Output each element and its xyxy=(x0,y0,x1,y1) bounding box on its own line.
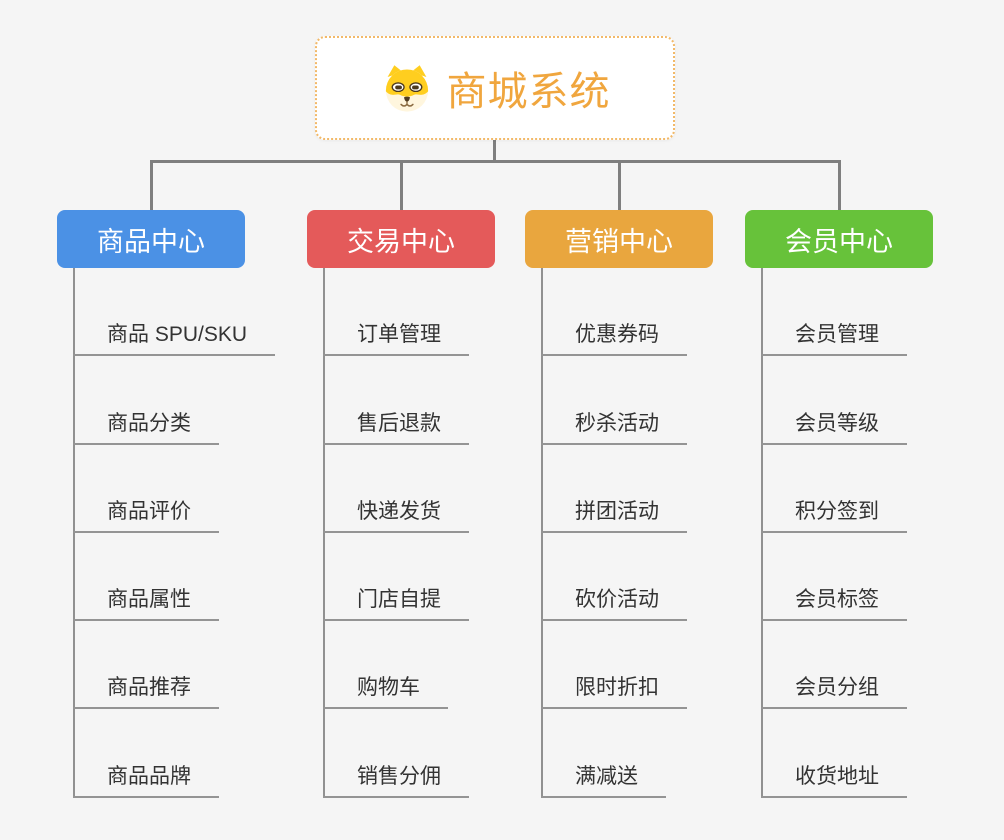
topic-node[interactable]: 砍价活动 xyxy=(541,533,687,622)
branch-member-center: 会员中心 会员管理 会员等级 积分签到 会员标签 会员分组 收货地址 xyxy=(745,210,933,798)
topic-label: 满减送 xyxy=(575,764,638,788)
shiba-dog-face-icon xyxy=(385,65,428,112)
topic-node[interactable]: 拼团活动 xyxy=(541,445,687,533)
topic-node[interactable]: 订单管理 xyxy=(323,268,469,357)
branch-node-trade-center[interactable]: 交易中心 xyxy=(307,210,495,268)
topic-label: 拼团活动 xyxy=(575,499,659,523)
topic-node[interactable]: 商品品牌 xyxy=(73,709,219,798)
branch-product-children: 商品 SPU/SKU 商品分类 商品评价 商品属性 商品推荐 商品品牌 xyxy=(73,268,276,798)
topic-node[interactable]: 门店自提 xyxy=(323,533,469,622)
topic-node[interactable]: 会员标签 xyxy=(761,533,907,622)
topic-node[interactable]: 售后退款 xyxy=(323,356,469,445)
topic-node[interactable]: 商品推荐 xyxy=(73,621,219,710)
topic-node[interactable]: 收货地址 xyxy=(761,709,907,798)
topic-label: 限时折扣 xyxy=(575,676,659,700)
connector-trunk xyxy=(323,268,325,798)
connector-drop-product xyxy=(150,160,153,210)
topic-label: 商品推荐 xyxy=(107,676,191,700)
connector-horizontal-bar xyxy=(150,160,840,163)
connector-trunk xyxy=(73,268,75,798)
topic-node[interactable]: 会员分组 xyxy=(761,621,907,710)
topic-label: 会员分组 xyxy=(795,676,879,700)
topic-node[interactable]: 秒杀活动 xyxy=(541,356,687,445)
root-node[interactable]: 商城系统 xyxy=(315,36,675,140)
topic-label: 积分签到 xyxy=(795,499,879,523)
topic-node[interactable]: 积分签到 xyxy=(761,445,907,533)
branch-trade-center: 交易中心 订单管理 售后退款 快递发货 门店自提 购物车 销售分佣 xyxy=(307,210,495,798)
topic-node[interactable]: 商品分类 xyxy=(73,356,219,445)
topic-node[interactable]: 商品属性 xyxy=(73,533,219,622)
topic-node[interactable]: 会员管理 xyxy=(761,268,907,357)
connector-drop-marketing xyxy=(618,160,621,210)
topic-node[interactable]: 购物车 xyxy=(323,621,448,710)
branch-node-product-center[interactable]: 商品中心 xyxy=(57,210,245,268)
topic-node[interactable]: 商品 SPU/SKU xyxy=(73,268,276,357)
topic-label: 订单管理 xyxy=(357,323,441,347)
topic-node[interactable]: 限时折扣 xyxy=(541,621,687,710)
topic-label: 商品分类 xyxy=(107,411,191,435)
branch-trade-children: 订单管理 售后退款 快递发货 门店自提 购物车 销售分佣 xyxy=(323,268,469,798)
branch-member-children: 会员管理 会员等级 积分签到 会员标签 会员分组 收货地址 xyxy=(761,268,907,798)
topic-node[interactable]: 销售分佣 xyxy=(323,709,469,798)
topic-label: 销售分佣 xyxy=(357,764,441,788)
branch-node-member-center[interactable]: 会员中心 xyxy=(745,210,933,268)
topic-label: 砍价活动 xyxy=(575,588,659,612)
branch-product-center: 商品中心 商品 SPU/SKU 商品分类 商品评价 商品属性 商品推荐 商品品牌 xyxy=(57,210,276,798)
topic-node[interactable]: 会员等级 xyxy=(761,356,907,445)
topic-label: 会员管理 xyxy=(795,323,879,347)
connector-trunk xyxy=(541,268,543,798)
topic-label: 商品属性 xyxy=(107,588,191,612)
topic-label: 购物车 xyxy=(357,676,420,700)
topic-label: 会员等级 xyxy=(795,411,879,435)
connector-drop-trade xyxy=(400,160,403,210)
topic-label: 秒杀活动 xyxy=(575,411,659,435)
topic-label: 商品 SPU/SKU xyxy=(107,323,248,347)
branch-node-marketing-center[interactable]: 营销中心 xyxy=(525,210,713,268)
topic-node[interactable]: 快递发货 xyxy=(323,445,469,533)
branch-marketing-center: 营销中心 优惠券码 秒杀活动 拼团活动 砍价活动 限时折扣 满减送 xyxy=(525,210,713,798)
topic-label: 商品评价 xyxy=(107,499,191,523)
root-node-title: 商城系统 xyxy=(446,70,611,114)
topic-node[interactable]: 优惠券码 xyxy=(541,268,687,357)
connector-trunk xyxy=(761,268,763,798)
topic-label: 快递发货 xyxy=(357,499,441,523)
topic-label: 会员标签 xyxy=(795,588,879,612)
topic-label: 优惠券码 xyxy=(575,323,659,347)
connector-drop-member xyxy=(838,160,841,210)
topic-label: 售后退款 xyxy=(357,411,441,435)
topic-label: 收货地址 xyxy=(795,764,879,788)
topic-node[interactable]: 商品评价 xyxy=(73,445,219,533)
connector-root-stem xyxy=(493,140,496,162)
branch-marketing-children: 优惠券码 秒杀活动 拼团活动 砍价活动 限时折扣 满减送 xyxy=(541,268,687,798)
topic-label: 门店自提 xyxy=(357,588,441,612)
topic-node[interactable]: 满减送 xyxy=(541,709,666,798)
topic-label: 商品品牌 xyxy=(107,764,191,788)
